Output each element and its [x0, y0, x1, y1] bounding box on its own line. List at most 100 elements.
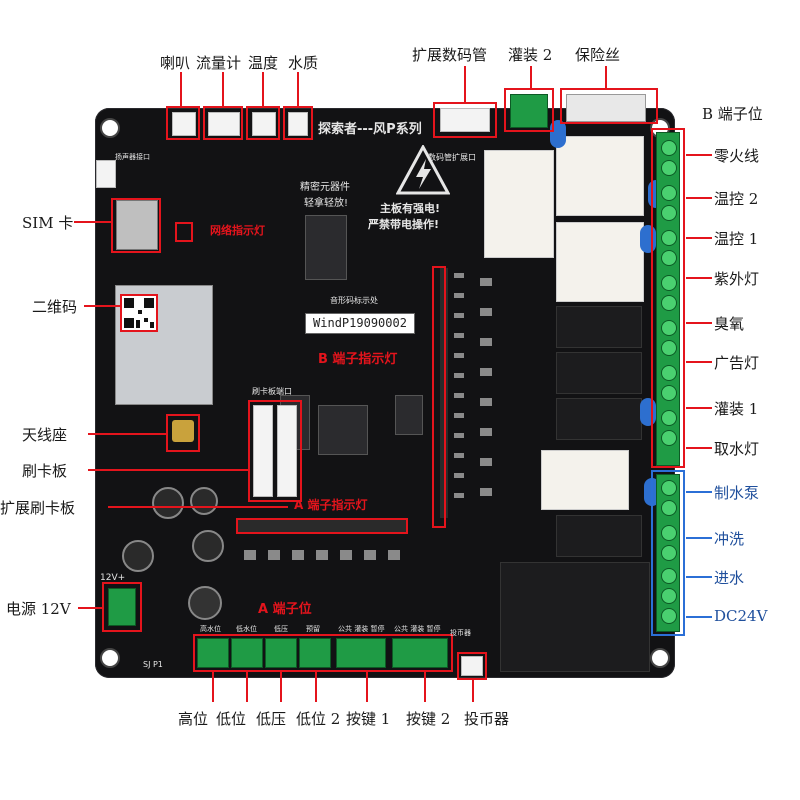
leader-line: [315, 672, 317, 702]
terminal-screw: [661, 340, 677, 356]
a-terminal-box: [193, 634, 453, 672]
label-temp-ctrl2: 温控 2: [714, 190, 759, 208]
label-ad-light: 广告灯: [714, 354, 760, 372]
terminal-screw: [661, 525, 677, 541]
warning-line-1: 主板有强电!: [380, 202, 441, 215]
a-indicator-leds: [238, 520, 408, 560]
handle-text: 轻拿轻放!: [304, 198, 349, 209]
terminal-screw: [661, 568, 677, 584]
label-low-pressure: 低压: [256, 710, 287, 728]
b-indicator-text: B 端子指示灯: [318, 352, 398, 367]
card-port: [277, 405, 297, 497]
relay: [556, 515, 642, 557]
low-level-terminal: [231, 638, 263, 668]
b-terminal-box: [651, 128, 685, 468]
display-port-text: 数码管扩展口: [428, 153, 476, 162]
net-indicator-text: 网络指示灯: [210, 224, 265, 237]
label-b-terminal: B 端子位: [702, 105, 763, 123]
label-temperature: 温度: [248, 54, 279, 72]
terminal-screw: [661, 250, 677, 266]
b-indicator-box: [432, 266, 446, 528]
power-module: [500, 562, 650, 672]
leader-line: [686, 154, 712, 156]
a-sublabel: 低水位: [236, 625, 257, 633]
inductor: [188, 586, 222, 620]
speaker-port-text: 扬声器接口: [115, 153, 150, 161]
label-button2: 按键 2: [406, 710, 451, 728]
capacitor: [190, 487, 218, 515]
mount-hole: [100, 118, 120, 138]
low-level2-terminal: [299, 638, 331, 668]
a-sublabel: 公共 灌装 暂停: [338, 625, 385, 633]
sound-board-text: 音形码标示处: [330, 296, 378, 305]
relay: [541, 450, 629, 510]
leader-line: [78, 607, 102, 609]
label-power: 电源 12V: [6, 600, 71, 618]
label-water-quality: 水质: [288, 54, 319, 72]
speaker-port: [96, 160, 116, 188]
mount-hole: [100, 648, 120, 668]
temperature-box: [246, 106, 280, 140]
label-flowmeter: 流量计: [196, 54, 242, 72]
terminal-screw: [661, 205, 677, 221]
filling2-connector: [510, 94, 548, 128]
a-indicator-text: A 端子指示灯: [294, 498, 368, 512]
net-indicator-box: [175, 222, 193, 242]
varistor: [550, 120, 566, 148]
relay: [556, 352, 642, 394]
label-fuse: 保险丝: [575, 46, 621, 64]
leader-line: [88, 433, 166, 435]
leader-line: [686, 237, 712, 239]
leader-line: [686, 616, 712, 618]
power-connector: [108, 588, 136, 626]
fuse-box: [560, 88, 658, 124]
a-sublabel: 高水位: [200, 625, 221, 633]
leader-line: [222, 72, 224, 106]
antenna-connector: [172, 420, 194, 442]
board-title: 探索者---风P系列: [318, 122, 422, 137]
card-port-box: [248, 400, 302, 502]
label-ext-display: 扩展数码管: [412, 46, 488, 64]
label-card-board: 刷卡板: [22, 462, 68, 480]
terminal-screw: [661, 295, 677, 311]
power-silk: 12V+: [100, 573, 126, 583]
power-box: [102, 582, 142, 632]
leader-line: [686, 407, 712, 409]
terminal-screw: [661, 140, 677, 156]
leader-line: [686, 197, 712, 199]
sim-slot: [116, 200, 158, 250]
leader-line: [686, 576, 712, 578]
terminal-screw: [661, 500, 677, 516]
label-live-neutral: 零火线: [714, 147, 760, 165]
coin-connector: [461, 656, 483, 676]
high-level-terminal: [197, 638, 229, 668]
label-button1: 按键 1: [346, 710, 391, 728]
mcu-chip: [318, 405, 368, 455]
leader-line: [366, 672, 368, 702]
temperature-connector: [252, 112, 276, 136]
leader-line: [472, 680, 474, 702]
terminal-screw: [661, 320, 677, 336]
label-filling2: 灌装 2: [508, 46, 553, 64]
sj-silk: SJ P1: [143, 660, 163, 669]
label-pump: 制水泵: [714, 484, 760, 502]
terminal-screw: [661, 430, 677, 446]
terminal-screw: [661, 410, 677, 426]
leader-line: [464, 66, 466, 102]
leader-line: [108, 506, 288, 508]
button1-terminal: [336, 638, 386, 668]
antenna-box: [166, 414, 200, 452]
capacitor: [122, 540, 154, 572]
label-sim: SIM 卡: [22, 214, 74, 232]
coin-box: [457, 652, 487, 680]
label-water-light: 取水灯: [714, 440, 760, 458]
terminal-screw: [661, 608, 677, 624]
terminal-screw: [661, 185, 677, 201]
label-high-level: 高位: [178, 710, 209, 728]
terminal-screw: [661, 365, 677, 381]
ic-chip: [395, 395, 423, 435]
a-indicator-box: [236, 518, 408, 534]
label-flush: 冲洗: [714, 530, 745, 548]
terminal-screw: [661, 385, 677, 401]
terminal-screw: [661, 160, 677, 176]
